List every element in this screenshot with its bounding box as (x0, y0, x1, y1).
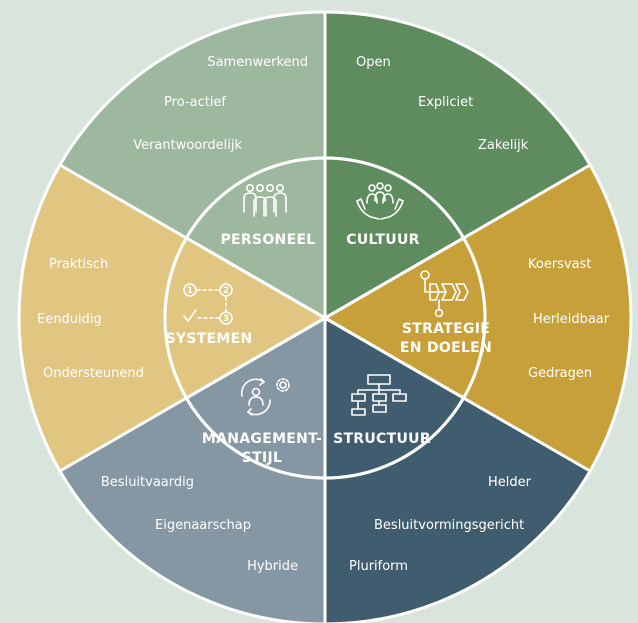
process-steps-icon: 1 2 3 (183, 283, 233, 325)
word-praktisch: Praktisch (49, 257, 108, 272)
word-hybride: Hybride (247, 559, 298, 574)
title-personeel: PERSONEEL (220, 232, 315, 248)
org-chart-icon (351, 374, 407, 416)
title-managementstijl-line2: STIJL (242, 450, 282, 466)
inner-titles: PERSONEEL CULTUUR STRATEGIE EN DOELEN ST… (165, 232, 492, 466)
title-structuur: STRUCTUUR (333, 431, 431, 447)
word-verantwoordelijk: Verantwoordelijk (133, 138, 242, 153)
word-zakelijk: Zakelijk (478, 138, 529, 153)
word-helder: Helder (488, 475, 532, 490)
title-systemen: SYSTEMEN (165, 331, 252, 347)
outer-words: Samenwerkend Pro-actief Verantwoordelijk… (37, 55, 610, 574)
word-pluriform: Pluriform (349, 559, 408, 574)
hands-people-icon (356, 182, 404, 220)
word-besluitvormingsgericht: Besluitvormingsgericht (374, 518, 524, 533)
word-open: Open (356, 55, 391, 70)
title-strategie-line2: EN DOELEN (400, 340, 492, 356)
strategy-path-icon (420, 270, 469, 318)
title-cultuur: CULTUUR (346, 232, 419, 248)
word-koersvast: Koersvast (528, 257, 591, 272)
word-samenwerkend: Samenwerkend (207, 55, 308, 70)
title-strategie-line1: STRATEGIE (402, 321, 490, 337)
word-expliciet: Expliciet (418, 95, 473, 110)
people-group-icon (243, 183, 287, 217)
word-pro-actief: Pro-actief (164, 95, 226, 110)
step-1-label: 1 (187, 286, 193, 296)
step-2-label: 2 (223, 286, 229, 296)
word-eigenaarschap: Eigenaarschap (155, 518, 251, 533)
word-besluitvaardig: Besluitvaardig (101, 475, 194, 490)
manager-cycle-icon (240, 378, 290, 416)
step-3-label: 3 (223, 314, 229, 324)
title-managementstijl-line1: MANAGEMENT- (202, 431, 322, 447)
word-ondersteunend: Ondersteunend (43, 366, 144, 381)
dividers (17, 10, 633, 623)
word-eenduidig: Eenduidig (37, 312, 102, 327)
word-gedragen: Gedragen (528, 366, 592, 381)
word-herleidbaar: Herleidbaar (533, 312, 610, 327)
